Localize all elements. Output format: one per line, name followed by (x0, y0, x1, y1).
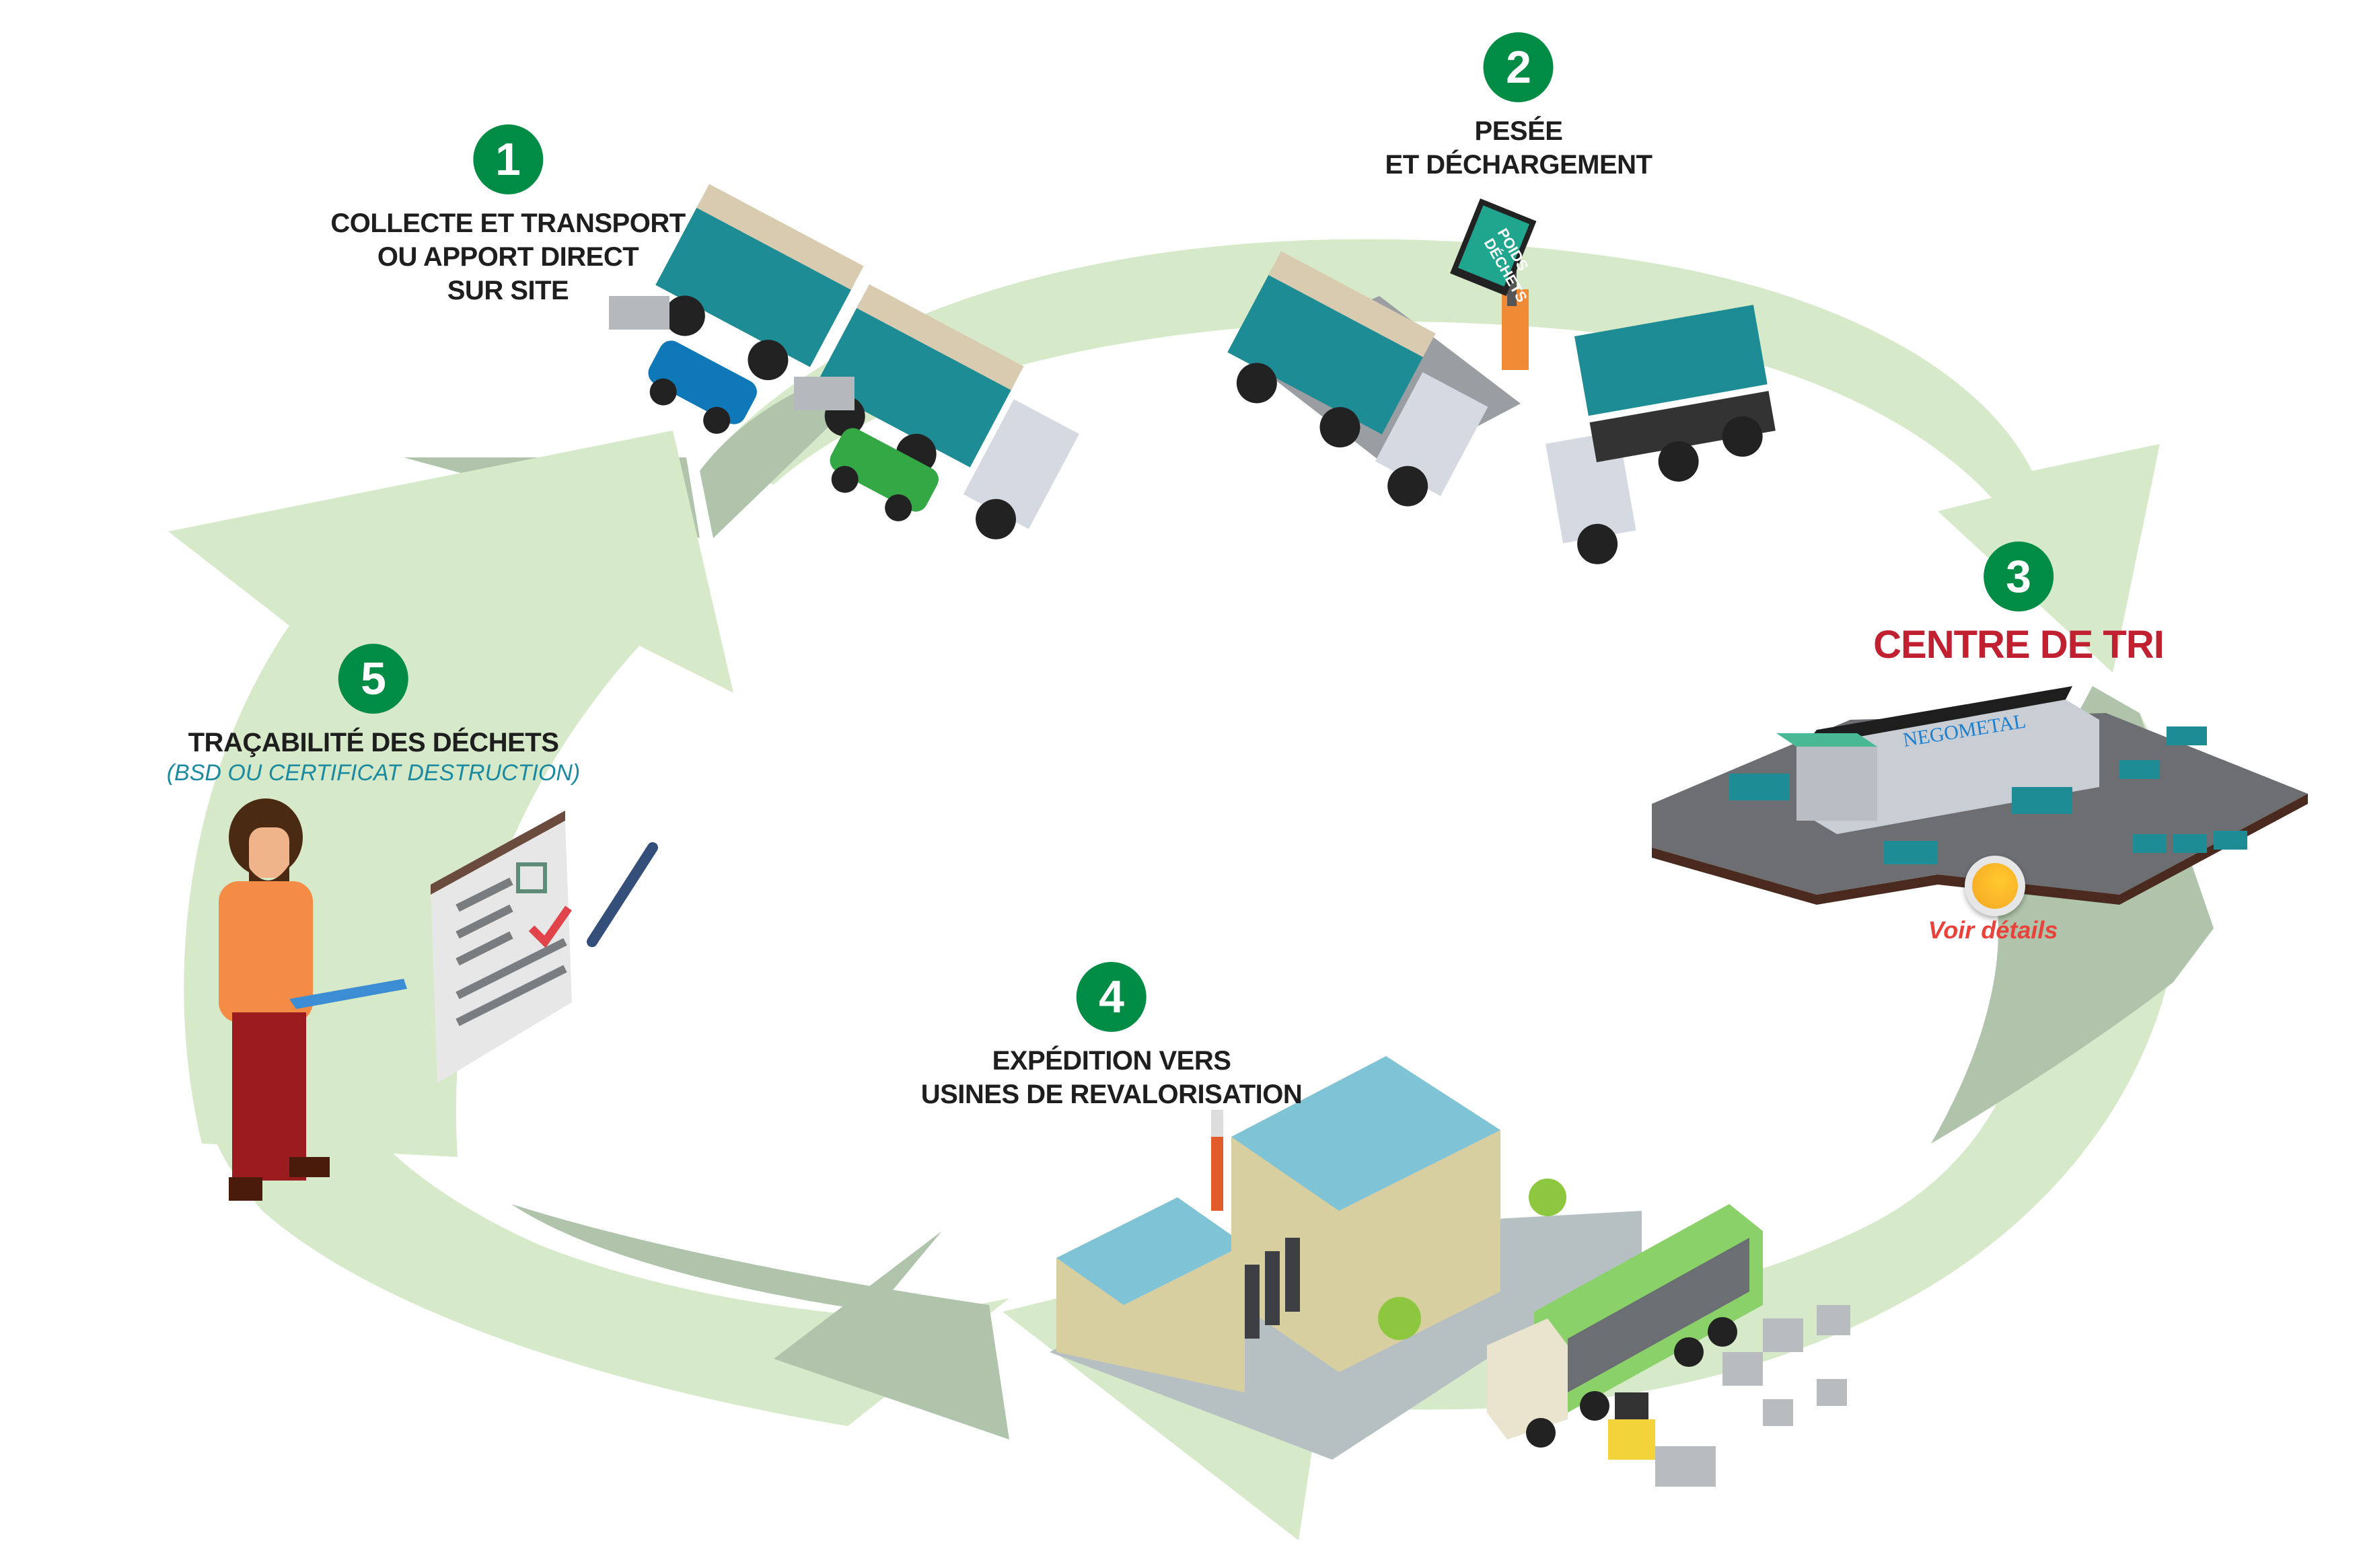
factory-illustration (1050, 1056, 1850, 1487)
step-1-badge: 1 (473, 124, 543, 194)
traceability-illustration (219, 798, 658, 1201)
step-1-title-line-2: OU APPORT DIRECT (377, 242, 639, 272)
step-4-badge: 4 (1076, 962, 1147, 1032)
step-2-number: 2 (1506, 42, 1531, 93)
step-5-title: TRAÇABILITÉ DES DÉCHETS (188, 728, 559, 757)
step-1-title-line-3: SUR SITE (447, 276, 569, 305)
step-3-title: CENTRE DE TRI (1873, 623, 2165, 667)
step-5-number: 5 (361, 653, 386, 704)
voir-details-link[interactable]: Voir détails (1928, 916, 2058, 944)
step-3: 3 CENTRE DE TRI (1873, 542, 2165, 667)
details-hotspot-button[interactable] (1965, 856, 2025, 916)
step-3-badge: 3 (1984, 542, 2054, 611)
arrow-step4-shadow (511, 1204, 1009, 1440)
arrow-step4-to-5 (196, 1009, 1009, 1426)
step-2-title-line-2: ET DÉCHARGEMENT (1385, 150, 1652, 180)
step-4-title-line-2: USINES DE REVALORISATION (920, 1080, 1303, 1109)
step-1: 1 COLLECTE ET TRANSPORT OU APPORT DIRECT… (330, 124, 686, 307)
step-5: 5 TRAÇABILITÉ DES DÉCHETS (BSD OU CERTIF… (166, 644, 581, 786)
step-5-subtitle: (BSD OU CERTIFICAT DESTRUCTION) (166, 760, 581, 786)
step-2-title-line-1: PESÉE (1474, 116, 1563, 146)
step-2-badge: 2 (1483, 32, 1554, 102)
step-1-title-line-1: COLLECTE ET TRANSPORT (330, 209, 686, 238)
hotspot-dot-icon (1972, 863, 2018, 909)
step-4-number: 4 (1099, 971, 1124, 1022)
collection-trucks-illustration (609, 184, 1079, 539)
weighing-illustration: POIDS DÉCHETS (1227, 198, 1776, 564)
step-4: 4 EXPÉDITION VERS USINES DE REVALORISATI… (921, 962, 1303, 1111)
step-2: 2 PESÉE ET DÉCHARGEMENT (1385, 32, 1652, 182)
step-3-number: 3 (2006, 551, 2031, 602)
step-4-title-line-1: EXPÉDITION VERS (992, 1046, 1231, 1076)
arrow-step1-to-2 (700, 239, 2160, 673)
sorting-centre-illustration: NEGOMETAL (1652, 686, 2308, 905)
step-5-badge: 5 (338, 644, 408, 714)
step-1-number: 1 (495, 134, 521, 185)
